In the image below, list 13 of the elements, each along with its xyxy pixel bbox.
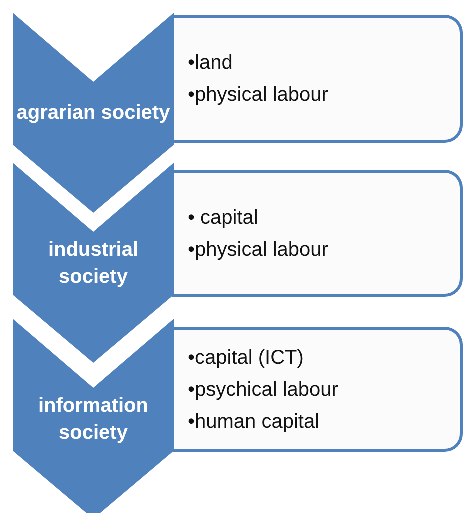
stage-label: information society bbox=[38, 394, 150, 446]
list-item: •capital (ICT) bbox=[188, 346, 304, 370]
list-item: • capital bbox=[188, 206, 258, 230]
stage-label: agrarian society bbox=[16, 101, 170, 126]
list-item: •psychical labour bbox=[188, 378, 338, 402]
list-box bbox=[172, 170, 463, 297]
list-box bbox=[172, 15, 463, 143]
list-box bbox=[172, 327, 463, 452]
list-item: •physical labour bbox=[188, 238, 328, 262]
stage-label: industrial society bbox=[47, 238, 140, 290]
list-item: •land bbox=[188, 51, 233, 76]
list-item: •human capital bbox=[188, 410, 320, 434]
list-item: •physical labour bbox=[188, 83, 328, 108]
